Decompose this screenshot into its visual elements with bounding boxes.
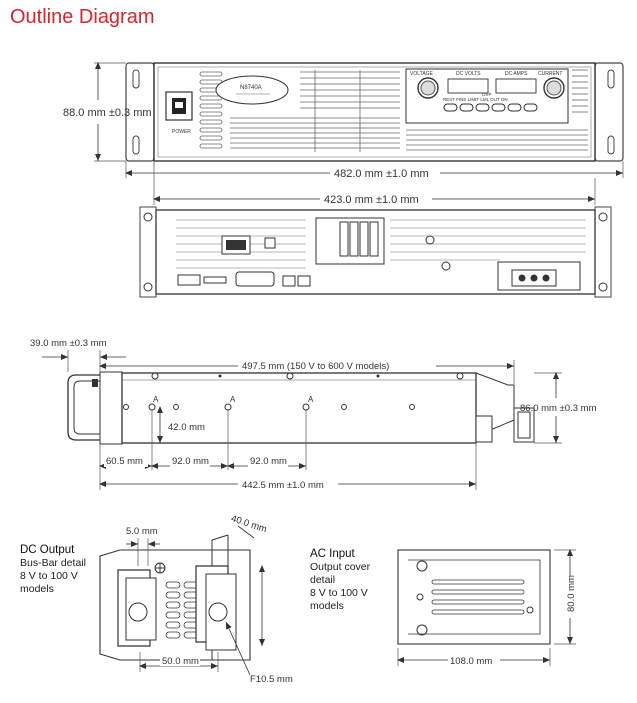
cover-width-dim: 108.0 mm	[450, 656, 492, 667]
spacing-2-dim: 92.0 mm	[172, 456, 209, 467]
ac-input-caption: AC Input Output cover detail 8 V to 100 …	[310, 548, 370, 613]
spacing-1-dim: 60.5 mm	[106, 456, 143, 467]
front-vents-right	[406, 69, 588, 151]
dc-output-heading: DC Output	[20, 544, 75, 556]
page-title: Outline Diagram	[10, 6, 155, 28]
hole-height-dim: 42.0 mm	[168, 422, 205, 433]
bus-bar-slots	[165, 581, 199, 639]
cover-slots	[431, 579, 525, 615]
ac-input-desc-3: 8 V to 100 V	[310, 587, 368, 599]
ac-input-desc-1: Output cover	[310, 561, 371, 573]
busbar-span-dim: 50.0 mm	[162, 656, 199, 667]
front-view: POWER N8740A VOLTAGE DC VOLTS	[63, 62, 624, 206]
dc-volts-label: DC VOLTS	[456, 71, 481, 77]
body-width-dim: 423.0 mm ±1.0 mm	[324, 194, 419, 206]
voltage-label: VOLTAGE	[410, 71, 434, 77]
cover-height-dim: 80.0 mm	[566, 575, 577, 612]
ac-input-desc-2: detail	[310, 574, 336, 586]
front-buttons	[443, 103, 538, 112]
dc-output-detail: 5.0 mm 40.0 mm 50.0 mm F10.5 mm	[99, 513, 293, 685]
hole-tag-1: A	[153, 395, 159, 404]
busbar-thickness-dim: 5.0 mm	[126, 526, 158, 537]
dc-output-desc-1: Bus-Bar detail	[20, 557, 86, 569]
front-height-dim: 88.0 mm ±0.3 mm	[63, 107, 152, 119]
handle-depth-dim: 39.0 mm ±0.3 mm	[30, 338, 107, 349]
side-depth-dim: 497.5 mm (150 V to 600 V models)	[242, 361, 389, 372]
dc-amps-label: DC AMPS	[505, 71, 528, 77]
busbar-hole-dim: F10.5 mm	[250, 674, 293, 685]
side-height-dim: 86.0 mm ±0.3 mm	[520, 403, 597, 414]
front-vents-left	[199, 70, 400, 152]
dc-output-caption: DC Output Bus-Bar detail 8 V to 100 V mo…	[20, 544, 86, 596]
ac-input-detail: 108.0 mm 80.0 mm	[397, 549, 577, 667]
hole-tag-3: A	[308, 395, 314, 404]
power-label: POWER	[172, 129, 191, 135]
body-length-dim: 442.5 mm ±1.0 mm	[242, 480, 324, 491]
busbar-depth-dim: 40.0 mm	[230, 513, 269, 535]
model-name: N8740A	[240, 85, 262, 91]
overall-width-dim: 482.0 mm ±1.0 mm	[334, 168, 429, 180]
current-label: CURRENT	[538, 71, 562, 77]
dc-output-desc-2: 8 V to 100 V	[20, 570, 78, 582]
rear-view	[139, 206, 612, 298]
side-view: A A A 39.0 mm ±0.3 mm 497.5 mm (150 V to…	[30, 338, 597, 491]
ovp-label: OVP	[482, 92, 492, 97]
ac-input-desc-4: models	[310, 600, 344, 612]
hole-tag-2: A	[230, 395, 236, 404]
ac-input-heading: AC Input	[310, 548, 355, 560]
dc-output-desc-3: models	[20, 583, 54, 595]
spacing-3-dim: 92.0 mm	[250, 456, 287, 467]
panel-row-label: REST FINE LIMIT LML OUT ON	[443, 97, 508, 102]
